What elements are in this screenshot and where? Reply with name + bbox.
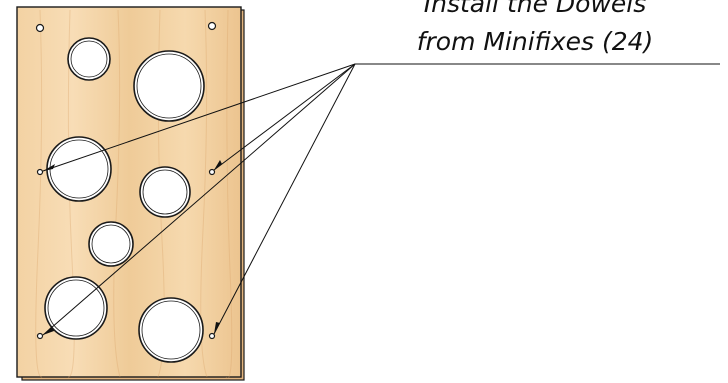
cam-hole-icon xyxy=(141,300,201,360)
callout-line-1: Install the Dowels xyxy=(424,0,647,18)
dowel-hole-icon xyxy=(208,332,216,340)
cam-hole-icon xyxy=(47,279,105,337)
dowel-hole-icon xyxy=(36,332,44,340)
leader-arrowheads xyxy=(43,160,222,335)
cam-hole-icon xyxy=(136,53,202,119)
dowel-holes xyxy=(36,168,216,340)
cam-hole-icon xyxy=(70,40,108,78)
leader-line xyxy=(42,63,356,172)
leader-line xyxy=(42,63,356,336)
leader-line xyxy=(213,63,356,335)
cam-hole-icon xyxy=(49,139,109,199)
leader-lines xyxy=(42,63,720,336)
cam-hole-icon xyxy=(142,169,188,215)
corner-hole-left xyxy=(35,23,45,33)
arrowhead-icon xyxy=(43,164,55,171)
callout-line-2: from Minifixes (24) xyxy=(417,27,654,56)
arrowhead-icon xyxy=(43,326,54,335)
corner-hole-right xyxy=(207,21,217,31)
cam-holes xyxy=(44,37,205,363)
dowel-hole-icon xyxy=(208,168,216,176)
cam-hole-icon xyxy=(91,224,131,264)
leader-line xyxy=(213,63,356,171)
dowel-hole-icon xyxy=(36,168,44,176)
arrowhead-icon xyxy=(214,160,222,170)
arrowhead-icon xyxy=(214,322,220,334)
